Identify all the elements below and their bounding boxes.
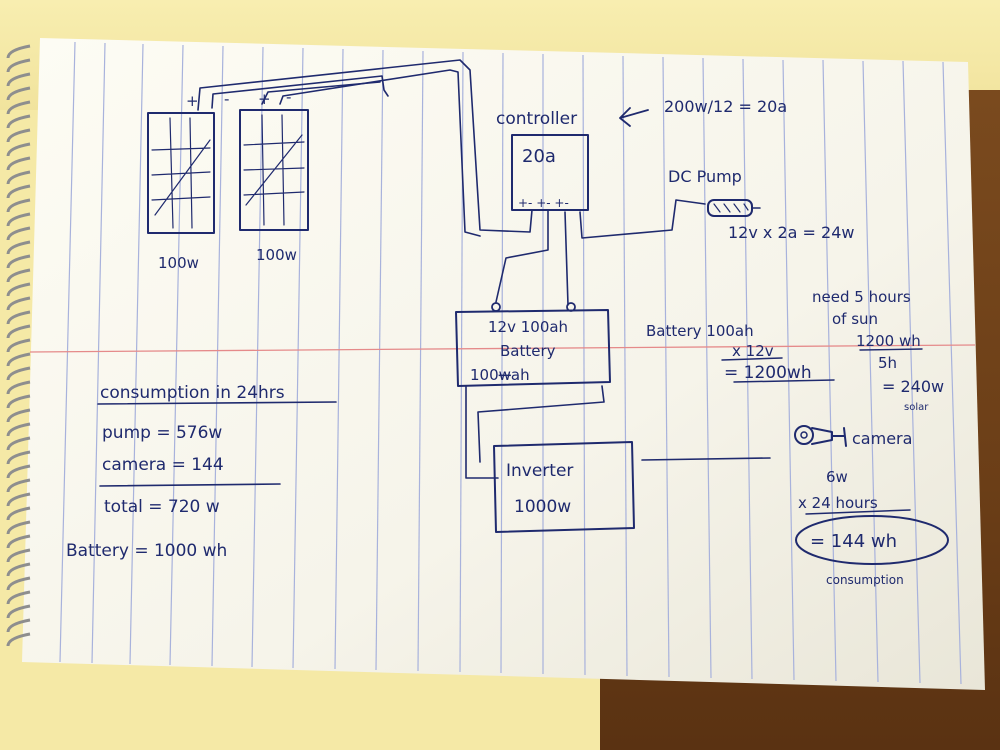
- battery-calc-line2: x 12v: [732, 342, 774, 360]
- panel-1-plus: +: [186, 92, 199, 110]
- margin-line: [29, 344, 976, 353]
- controller-rating: 20a: [522, 146, 556, 167]
- sun-calc-line2: of sun: [832, 310, 878, 328]
- consumption-battery: Battery = 1000 wh: [66, 541, 227, 561]
- panel-1-label: 100w: [158, 254, 199, 272]
- battery-calc-underline: [733, 379, 835, 383]
- consumption-title: consumption in 24hrs: [100, 383, 285, 403]
- panel-1-minus: -: [224, 90, 229, 108]
- camera-title: camera: [852, 429, 912, 448]
- battery-calc-line3: = 1200wh: [724, 363, 812, 383]
- sun-calc-line6: solar: [904, 402, 929, 413]
- spiral-binding: [6, 44, 31, 647]
- camera-total-circle: [795, 515, 949, 565]
- pump-calc: 12v x 2a = 24w: [728, 223, 854, 242]
- pump-title: DC Pump: [668, 167, 742, 186]
- sun-calc-fraction-bar: [859, 348, 923, 351]
- ruled-lines: [59, 41, 962, 685]
- battery-calc-line1: Battery 100ah: [646, 322, 754, 340]
- battery-line2: Battery: [500, 342, 556, 360]
- camera-calc-rule: [805, 509, 911, 515]
- inverter-line2: 1000w: [514, 497, 571, 517]
- battery-box: [455, 302, 611, 387]
- consumption-title-underline: [97, 401, 337, 405]
- inverter-box: [493, 441, 635, 533]
- sun-calc-line4: 5h: [878, 354, 897, 372]
- controller-wires: [495, 199, 706, 306]
- consumption-pump: pump = 576w: [102, 423, 222, 443]
- consumption-total: total = 720 w: [104, 497, 220, 517]
- sun-calc-line3: 1200 wh: [856, 332, 921, 350]
- camera-hours: x 24 hours: [798, 494, 878, 512]
- battery-line3-struck: w: [499, 366, 511, 384]
- inverter-line1: Inverter: [506, 461, 573, 481]
- consumption-camera: camera = 144: [102, 455, 224, 475]
- solar-panel-2: [239, 109, 309, 231]
- arrow-icon: [619, 107, 649, 127]
- camera-note: consumption: [826, 573, 904, 587]
- controller-calc: 200w/12 = 20a: [664, 97, 787, 116]
- camera-power: 6w: [826, 468, 848, 486]
- charge-controller: [511, 134, 589, 211]
- sun-calc-line5: = 240w: [882, 377, 944, 396]
- panel-2-label: 100w: [256, 246, 297, 264]
- battery-calc-rule: [721, 357, 783, 361]
- battery-line3: 100wah: [470, 366, 530, 384]
- battery-inverter-wires: [465, 385, 605, 479]
- solar-panel-1: [147, 112, 215, 234]
- camera-icon: [794, 425, 847, 447]
- pump-icon: [707, 199, 761, 217]
- sun-calc-line1: need 5 hours: [812, 288, 911, 306]
- panel-wires: [197, 59, 533, 237]
- controller-title: controller: [496, 109, 577, 129]
- battery-line1: 12v 100ah: [488, 318, 568, 336]
- controller-terminals: +- +- +-: [518, 196, 569, 210]
- camera-total: = 144 wh: [810, 531, 897, 552]
- panel-2-minus: -: [286, 88, 291, 106]
- inverter-camera-wire: [641, 457, 771, 461]
- consumption-sum-rule: [99, 483, 281, 487]
